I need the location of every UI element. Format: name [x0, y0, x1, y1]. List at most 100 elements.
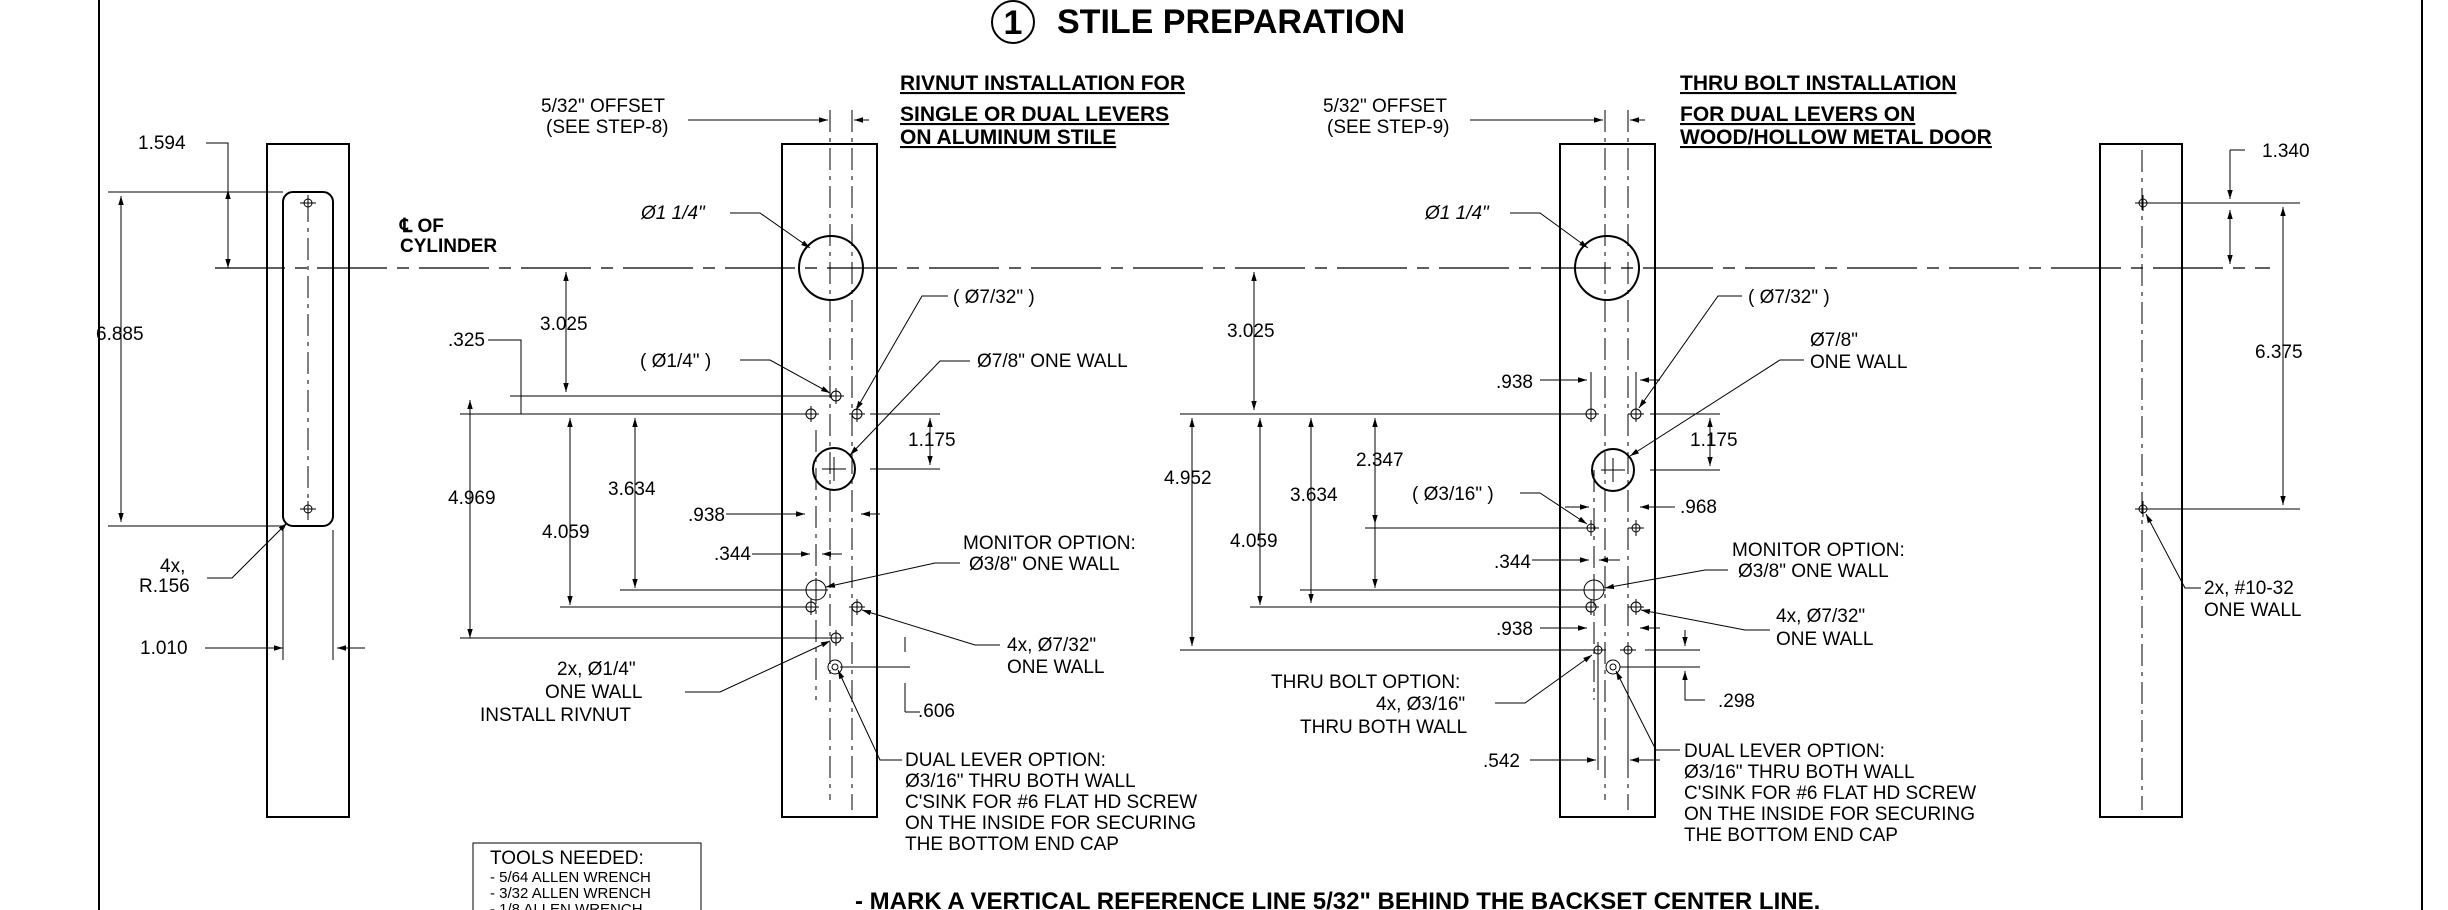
thru-dual-1: DUAL LEVER OPTION:	[1684, 741, 1885, 762]
rivnut-four-2: ONE WALL	[1007, 657, 1105, 678]
rivnut-d3634: 3.634	[608, 479, 656, 500]
thru-dual-4: ON THE INSIDE FOR SECURING	[1684, 804, 1975, 825]
right-tap-1: 2x, #10-32	[2204, 578, 2294, 599]
thru-thru-1: THRU BOLT OPTION:	[1271, 672, 1460, 693]
thru-d938b: .938	[1496, 619, 1533, 640]
thru-78-hole	[1591, 448, 1635, 492]
thru-dual-2: Ø3/16" THRU BOTH WALL	[1684, 762, 1915, 783]
dim-radius-2: R.156	[139, 576, 190, 597]
rivnut-dual-2: Ø3/16" THRU BOTH WALL	[905, 771, 1136, 792]
thru-78-label-2: ONE WALL	[1810, 352, 1908, 373]
rivnut-rivnut-3: INSTALL RIVNUT	[480, 705, 631, 726]
dim-6885: 6.885	[96, 324, 144, 345]
dim-radius-1: 4x,	[160, 556, 185, 577]
rivnut-14-label: ( Ø1/4" )	[640, 351, 711, 372]
thru-d1175: 1.175	[1690, 430, 1738, 451]
rivnut-dual-3: C'SINK FOR #6 FLAT HD SCREW	[905, 792, 1197, 813]
thru-four-2: ONE WALL	[1776, 629, 1874, 650]
thru-heading-3: WOOD/HOLLOW METAL DOOR	[1680, 126, 1992, 149]
rivnut-d606: .606	[918, 701, 955, 722]
thru-dual-3: C'SINK FOR #6 FLAT HD SCREW	[1684, 783, 1976, 804]
tools-item-3: - 1/8 ALLEN WRENCH	[490, 901, 643, 910]
rivnut-d938: .938	[688, 505, 725, 526]
dim-1010: 1.010	[140, 638, 188, 659]
thru-d344: .344	[1494, 552, 1531, 573]
left-stile-slot	[282, 191, 334, 527]
thru-d542: .542	[1483, 751, 1520, 772]
rivnut-d344: .344	[714, 544, 751, 565]
thru-offset-1: 5/32" OFFSET	[1323, 96, 1447, 117]
page-title: STILE PREPARATION	[1057, 3, 1405, 41]
thru-732-label: ( Ø7/32" )	[1748, 287, 1830, 308]
left-stile-outline	[266, 143, 350, 818]
rivnut-view: RIVNUT INSTALLATION FOR SINGLE OR DUAL L…	[448, 72, 1197, 855]
thru-d968: .968	[1680, 497, 1717, 518]
rivnut-offset-2: (SEE STEP-8)	[546, 117, 668, 138]
rivnut-rivnut-2: ONE WALL	[545, 682, 643, 703]
thru-monitor-2: Ø3/8" ONE WALL	[1738, 561, 1889, 582]
rivnut-d4969: 4.969	[448, 488, 496, 509]
right-d6375: 6.375	[2255, 342, 2303, 363]
rivnut-d325: .325	[448, 330, 485, 351]
thru-d298: .298	[1718, 691, 1755, 712]
thru-dual-5: THE BOTTOM END CAP	[1684, 825, 1898, 846]
rivnut-heading-2: SINGLE OR DUAL LEVERS	[900, 103, 1169, 126]
thru-cylinder-hole	[1574, 235, 1640, 301]
dim-1594: 1.594	[138, 133, 186, 154]
right-tap-2: ONE WALL	[2204, 600, 2302, 621]
right-stile-view: 1.340 6.375 2x, #10-32 ONE WALL	[2099, 141, 2310, 818]
centerline-label-2: CYLINDER	[400, 236, 497, 257]
thru-monitor-1: MONITOR OPTION:	[1732, 540, 1905, 561]
thru-316-label: ( Ø3/16" )	[1412, 484, 1494, 505]
thru-d3634: 3.634	[1290, 485, 1338, 506]
rivnut-rivnut-1: 2x, Ø1/4"	[557, 659, 636, 680]
rivnut-four-1: 4x, Ø7/32"	[1007, 635, 1096, 656]
thru-heading-2: FOR DUAL LEVERS ON	[1680, 103, 1915, 126]
thru-offset-2: (SEE STEP-9)	[1327, 117, 1449, 138]
rivnut-78-hole	[812, 447, 856, 491]
reference-line-note: - MARK A VERTICAL REFERENCE LINE 5/32" B…	[855, 888, 1820, 910]
thru-bolt-view: THRU BOLT INSTALLATION FOR DUAL LEVERS O…	[1164, 72, 1992, 846]
rivnut-cylinder-hole	[798, 235, 864, 301]
rivnut-monitor-1: MONITOR OPTION:	[963, 533, 1136, 554]
tools-heading: TOOLS NEEDED:	[490, 848, 644, 869]
rivnut-d3025: 3.025	[540, 314, 588, 335]
thru-d4952: 4.952	[1164, 468, 1212, 489]
thru-d2347: 2.347	[1356, 450, 1404, 471]
left-stile-view: 1.594 6.885 4x, R.156 1.010	[96, 133, 365, 818]
tools-box: TOOLS NEEDED: - 5/64 ALLEN WRENCH - 3/32…	[472, 842, 702, 910]
thru-d3025: 3.025	[1227, 321, 1275, 342]
step-number-circle	[991, 0, 1035, 44]
centerline-label-1: ℄ OF	[399, 216, 444, 237]
title-block: 1 STILE PREPARATION	[991, 0, 1405, 44]
rivnut-78-label: Ø7/8" ONE WALL	[977, 351, 1128, 372]
rivnut-offset-1: 5/32" OFFSET	[541, 96, 665, 117]
right-stile-outline	[2099, 143, 2183, 818]
thru-heading-1: THRU BOLT INSTALLATION	[1680, 72, 1956, 95]
thru-thru-2: 4x, Ø3/16"	[1376, 694, 1465, 715]
step-number: 1	[1004, 4, 1023, 42]
rivnut-d1175: 1.175	[908, 430, 956, 451]
rivnut-732-label: ( Ø7/32" )	[953, 287, 1035, 308]
tools-item-1: - 5/64 ALLEN WRENCH	[490, 869, 651, 886]
right-d1340: 1.340	[2262, 141, 2310, 162]
thru-d938a: .938	[1496, 372, 1533, 393]
rivnut-stile-outline	[781, 143, 878, 818]
rivnut-dual-4: ON THE INSIDE FOR SECURING	[905, 813, 1196, 834]
rivnut-heading-1: RIVNUT INSTALLATION FOR	[900, 72, 1185, 95]
rivnut-dual-1: DUAL LEVER OPTION:	[905, 750, 1106, 771]
rivnut-heading-3: ON ALUMINUM STILE	[900, 126, 1116, 149]
thru-cyl-label: Ø1 1/4"	[1424, 203, 1490, 224]
rivnut-monitor-2: Ø3/8" ONE WALL	[969, 554, 1120, 575]
thru-d4059: 4.059	[1230, 531, 1278, 552]
rivnut-dual-5: THE BOTTOM END CAP	[905, 834, 1119, 855]
rivnut-cyl-label: Ø1 1/4"	[640, 203, 706, 224]
thru-four-1: 4x, Ø7/32"	[1776, 606, 1865, 627]
thru-thru-3: THRU BOTH WALL	[1300, 717, 1467, 738]
thru-78-label-1: Ø7/8"	[1810, 330, 1858, 351]
rivnut-d4059: 4.059	[542, 522, 590, 543]
thru-stile-outline	[1559, 143, 1656, 818]
tools-item-2: - 3/32 ALLEN WRENCH	[490, 885, 651, 902]
